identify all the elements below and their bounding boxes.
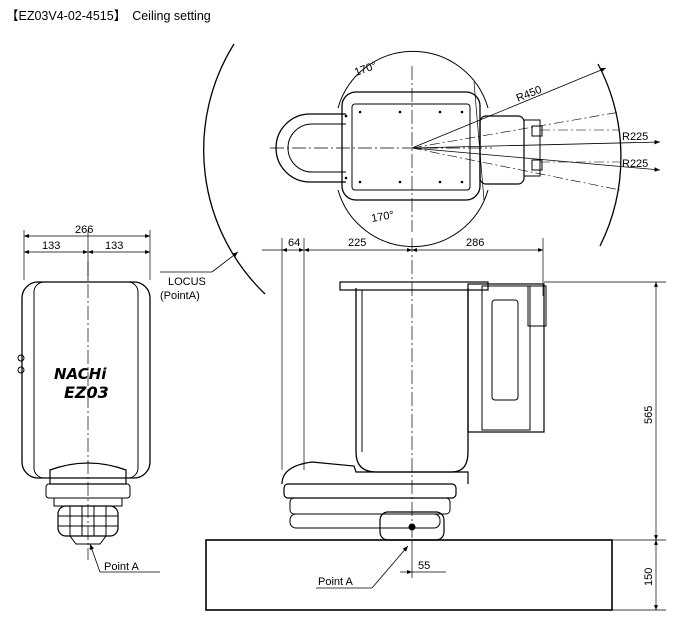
reach-circle-upper [337, 50, 489, 109]
top-handle [275, 113, 346, 183]
radius-label-r450: R450 [515, 84, 544, 105]
setting-label: Ceiling setting [132, 9, 211, 23]
angle-label-upper: 170° [353, 60, 378, 79]
dim-266: 266 [75, 224, 93, 236]
radius-line-r225-a [411, 139, 661, 149]
dim-225: 225 [348, 237, 366, 249]
side-point-a-label: Point A [318, 576, 354, 588]
top-hub [479, 115, 525, 185]
radius-label-r225-2: R225 [622, 158, 648, 170]
locus-label: LOCUS [168, 276, 206, 288]
dim-64: 64 [288, 237, 300, 249]
side-view [205, 238, 666, 611]
dim-286: 286 [466, 237, 484, 249]
model-code: 【EZ03V4-02-4515】 [6, 9, 127, 23]
radius-line-r450 [411, 67, 607, 149]
radius-line-r225-b [411, 147, 661, 172]
side-arm-housing [467, 283, 545, 433]
locus-arc [203, 43, 266, 295]
front-view [17, 230, 160, 573]
brand-logo: NACHi [54, 365, 107, 383]
front-point-a-label: Point A [104, 561, 140, 573]
drawing-title: 【EZ03V4-02-4515】 Ceiling setting [6, 5, 211, 24]
radius-label-r225-1: R225 [622, 131, 648, 143]
front-joint [49, 462, 127, 485]
dim-133-left: 133 [42, 240, 60, 252]
dim-55: 55 [418, 560, 430, 572]
locus-arc-right [597, 63, 622, 247]
dim-565: 565 [643, 406, 655, 424]
ceiling-plate [339, 281, 489, 291]
mounting-base [205, 539, 613, 611]
locus-sublabel: (PointA) [160, 290, 200, 302]
dim-150: 150 [643, 568, 655, 586]
top-handle-inner [287, 123, 346, 173]
front-body-inner [33, 281, 139, 479]
top-body [341, 91, 481, 201]
front-point-leader [89, 543, 101, 573]
angle-label-lower: 170° [370, 209, 395, 225]
side-point-leader [371, 545, 409, 589]
side-connector [527, 285, 547, 327]
top-body-plate [351, 103, 471, 191]
top-screws [344, 110, 464, 184]
side-joint [281, 461, 469, 485]
top-connector [523, 119, 541, 177]
top-view [160, 43, 661, 295]
dim-133-right: 133 [105, 240, 123, 252]
reach-circle-lower [337, 189, 489, 248]
brand-model: EZ03 [64, 383, 109, 402]
locus-leader [211, 251, 239, 273]
